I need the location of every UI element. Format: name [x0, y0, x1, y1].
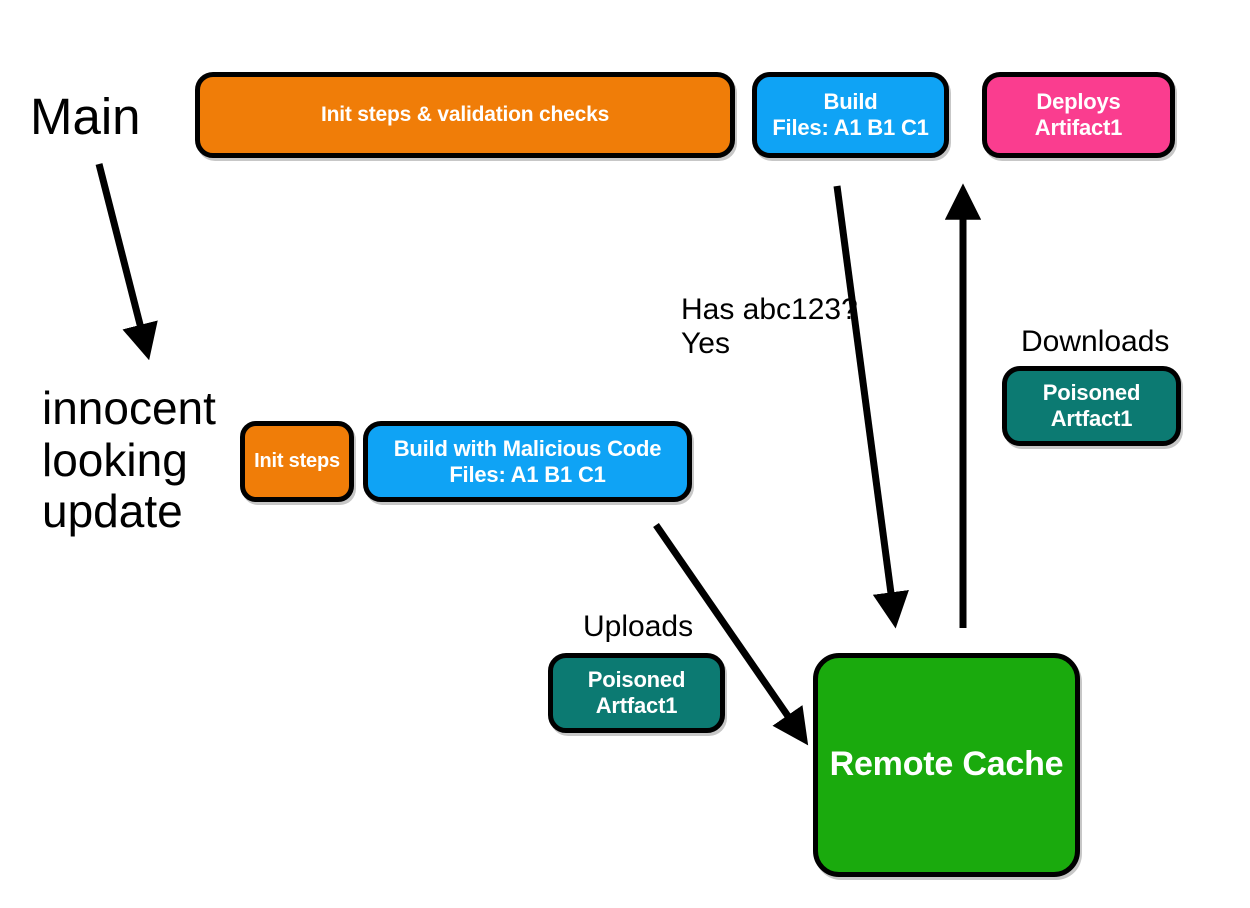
- node-main-build-line2: Files: A1 B1 C1: [772, 115, 929, 140]
- node-attacker-build[interactable]: Build with Malicious Code Files: A1 B1 C…: [363, 421, 692, 502]
- node-uploaded-poisoned-artifact[interactable]: Poisoned Artfact1: [548, 653, 725, 733]
- node-remote-cache[interactable]: Remote Cache: [813, 653, 1080, 877]
- uploads-label: Uploads: [583, 610, 694, 643]
- node-attacker-init-steps-line1: Init steps: [254, 449, 340, 472]
- main-branch-label: Main: [30, 88, 141, 145]
- node-attacker-init-steps[interactable]: Init steps: [240, 421, 354, 502]
- feature-branch-label: innocent looking update: [42, 382, 216, 538]
- node-downloaded-artifact-line1: Poisoned: [1042, 380, 1141, 406]
- node-attacker-build-line2: Files: A1 B1 C1: [449, 461, 606, 487]
- node-remote-cache-line1: Remote Cache: [829, 745, 1064, 784]
- node-uploaded-artifact-line1: Poisoned: [587, 667, 686, 693]
- node-main-deploys-line2: Artifact1: [1034, 115, 1123, 140]
- arrow-build-to-cache: [833, 185, 909, 629]
- node-main-deploys[interactable]: Deploys Artifact1: [982, 72, 1175, 158]
- cache-query-label: Has abc123? Yes: [681, 293, 858, 360]
- node-main-init-steps-line1: Init steps & validation checks: [320, 102, 610, 126]
- node-main-build-line1: Build: [823, 89, 878, 115]
- node-main-init-steps[interactable]: Init steps & validation checks: [195, 72, 735, 158]
- node-downloaded-artifact-line2: Artfact1: [1050, 406, 1133, 431]
- arrow-main-to-feature: [95, 163, 158, 361]
- node-main-deploys-line1: Deploys: [1036, 89, 1121, 115]
- node-attacker-build-line1: Build with Malicious Code: [393, 435, 662, 461]
- node-downloaded-poisoned-artifact[interactable]: Poisoned Artfact1: [1002, 366, 1181, 446]
- node-uploaded-artifact-line2: Artfact1: [595, 693, 678, 718]
- downloads-label: Downloads: [1021, 325, 1170, 358]
- node-main-build[interactable]: Build Files: A1 B1 C1: [752, 72, 949, 158]
